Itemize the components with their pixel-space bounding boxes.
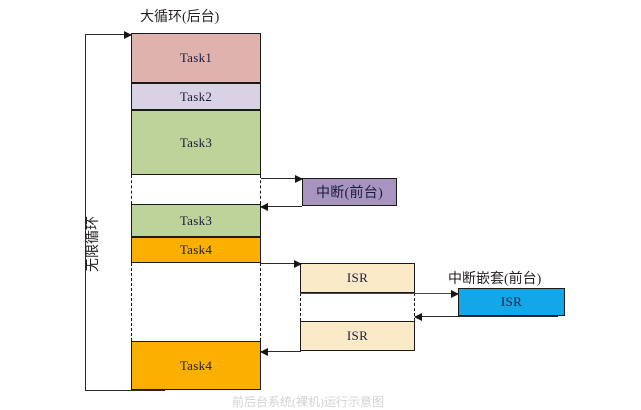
idle-gap-1-left-dashed	[131, 175, 132, 204]
title-background-loop: 大循环(后台)	[140, 10, 220, 25]
infinite-loop-line-bottom	[85, 390, 165, 391]
arrow-nested-isr-to-isr	[414, 312, 558, 321]
task-block-task4-again: Task4	[131, 341, 261, 390]
idle-gap-2-left-dashed	[131, 263, 132, 341]
arrow-interrupt-to-task3	[260, 202, 302, 211]
arrow-task4-to-isr	[261, 259, 302, 268]
arrow-task3-to-interrupt	[261, 174, 303, 183]
task-block-task4: Task4	[131, 237, 261, 263]
isr-block-first: ISR	[300, 263, 415, 293]
isr-idle-right-dashed	[414, 293, 415, 321]
task-block-task3-again: Task3	[131, 204, 261, 237]
isr-idle-left-dashed	[300, 293, 301, 321]
label-nested-interrupt: 中断嵌套(前台)	[448, 272, 542, 287]
label-infinite-loop: 无限循环	[86, 216, 101, 272]
task-block-task1: Task1	[131, 33, 261, 83]
infinite-loop-arrow-top	[85, 30, 132, 39]
task-block-task2: Task2	[131, 83, 261, 110]
interrupt-box: 中断(前台)	[302, 178, 397, 206]
bottom-caption: 前后台系统(裸机)运行示意图	[232, 395, 384, 409]
arrow-isr-to-task4	[260, 347, 301, 356]
arrow-isr-to-nested-isr	[300, 289, 459, 298]
idle-gap-1-right-dashed	[260, 175, 261, 204]
task-block-task3: Task3	[131, 110, 261, 175]
infinite-loop-bracket-vertical	[85, 34, 86, 390]
idle-gap-2-right-dashed	[260, 263, 261, 341]
isr-block-second: ISR	[300, 321, 415, 351]
nested-isr-block: ISR	[458, 288, 565, 316]
